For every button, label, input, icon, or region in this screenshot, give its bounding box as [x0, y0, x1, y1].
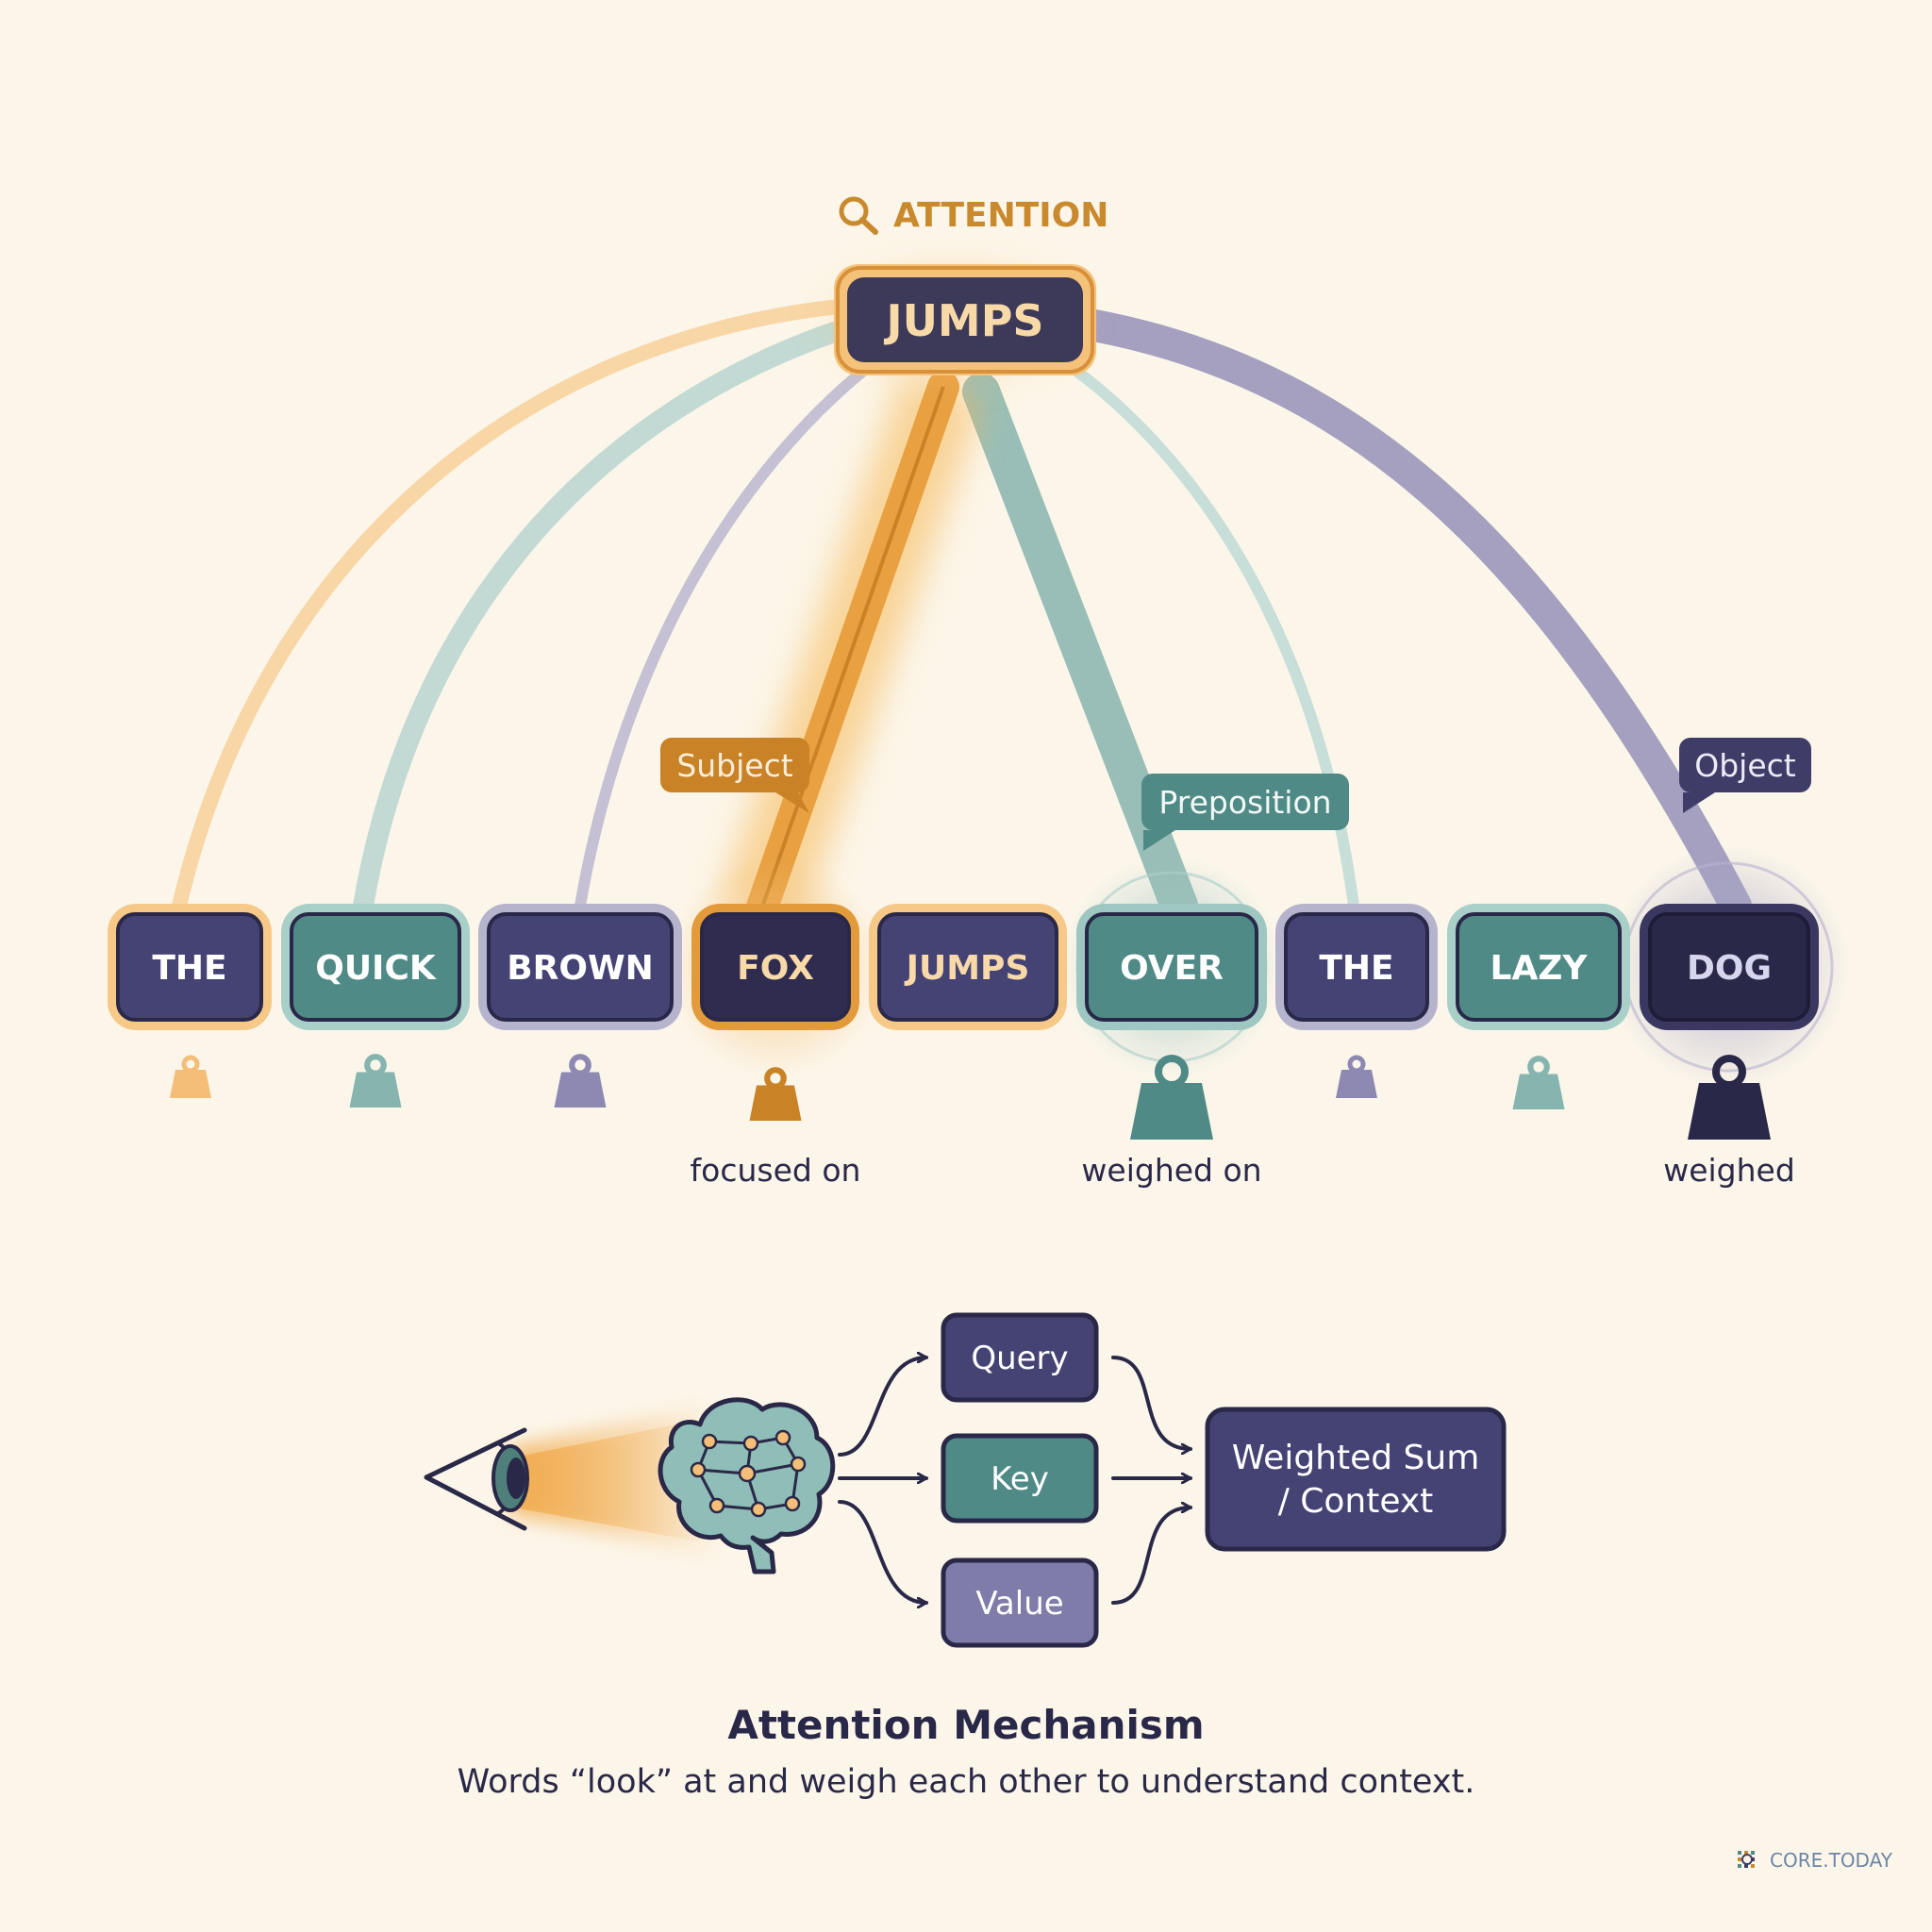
weight-label-dog: weighed	[1663, 1152, 1795, 1189]
connector-arrows	[838, 1357, 1192, 1603]
token-label: QUICK	[315, 949, 437, 988]
key-box: Key	[941, 1433, 1099, 1524]
callout-preposition: Preposition	[1141, 774, 1349, 851]
token-label: THE	[1319, 949, 1393, 988]
weighted-sum-box: Weighted Sum / Context	[1205, 1407, 1507, 1552]
weight-label-over: weighed on	[1081, 1152, 1261, 1189]
token-label: THE	[152, 949, 226, 988]
attention-header: ATTENTION	[839, 196, 1108, 235]
token-label: OVER	[1120, 949, 1224, 988]
arc-fox-core	[758, 386, 945, 916]
callout-preposition-text: Preposition	[1158, 784, 1331, 821]
footer-title: Attention Mechanism	[727, 1702, 1204, 1748]
arc-dog	[1078, 309, 1752, 922]
weight-icon	[1130, 1055, 1213, 1140]
token-lazy: LAZY	[1447, 904, 1630, 1030]
query-box: Query	[941, 1312, 1099, 1403]
callout-object-text: Object	[1694, 747, 1796, 784]
value-label: Value	[975, 1585, 1063, 1623]
core-today-logo: CORE.TODAY	[1738, 1849, 1893, 1872]
query-word: JUMPS	[883, 295, 1043, 346]
weighted-sum-line1: Weighted Sum	[1232, 1439, 1480, 1477]
arc-the	[172, 299, 847, 913]
query-word-box: JUMPS	[811, 255, 1096, 387]
callout-subject-text: Subject	[676, 747, 792, 784]
mechanism: Query Key Value Weighted Sum / Context	[424, 1312, 1507, 1648]
attention-arcs	[172, 299, 1752, 931]
token-the-2: THE	[1275, 904, 1438, 1030]
token-quick: QUICK	[281, 904, 470, 1030]
callout-object: Object	[1679, 738, 1811, 813]
brain-icon	[658, 1397, 836, 1574]
token-brown: BROWN	[478, 904, 682, 1030]
token-the: THE	[108, 904, 272, 1030]
weight-icon	[1512, 1056, 1565, 1109]
token-fox: FOX	[691, 904, 859, 1030]
query-label: Query	[971, 1340, 1068, 1377]
logo-mark-icon	[1738, 1851, 1755, 1868]
token-label: DOG	[1687, 949, 1772, 988]
callout-subject: Subject	[660, 738, 809, 813]
token-row: THE QUICK BROWN FOX JUMPS OVER	[108, 904, 1819, 1030]
weight-icon	[1688, 1055, 1771, 1140]
weight-label-fox: focused on	[691, 1152, 861, 1189]
key-label: Key	[991, 1460, 1049, 1498]
weight-icon	[170, 1055, 211, 1098]
token-label: JUMPS	[904, 949, 1030, 988]
token-dog: DOG	[1640, 904, 1819, 1030]
attention-label: ATTENTION	[893, 196, 1108, 235]
token-label: LAZY	[1491, 949, 1589, 988]
token-label: BROWN	[507, 949, 654, 988]
footer-subtitle: Words “look” at and weigh each other to …	[458, 1763, 1475, 1801]
weights	[170, 1054, 1771, 1140]
weight-icon	[349, 1054, 402, 1108]
weight-icon	[749, 1067, 802, 1121]
eye-icon	[424, 1427, 529, 1531]
value-box: Value	[941, 1557, 1099, 1648]
magnifier-icon	[839, 196, 878, 235]
token-jumps: JUMPS	[869, 904, 1067, 1030]
token-label: FOX	[737, 949, 814, 988]
arc-quick	[353, 315, 864, 916]
logo-text: CORE.TODAY	[1770, 1849, 1893, 1872]
arc-brown	[575, 358, 878, 911]
weight-labels: focused on weighed on weighed	[691, 1152, 1795, 1189]
weighted-sum-line2: / Context	[1278, 1482, 1434, 1521]
token-over: OVER	[1076, 904, 1267, 1030]
weight-icon	[1336, 1055, 1377, 1098]
footer: Attention Mechanism Words “look” at and …	[458, 1702, 1475, 1801]
weight-icon	[554, 1054, 607, 1108]
